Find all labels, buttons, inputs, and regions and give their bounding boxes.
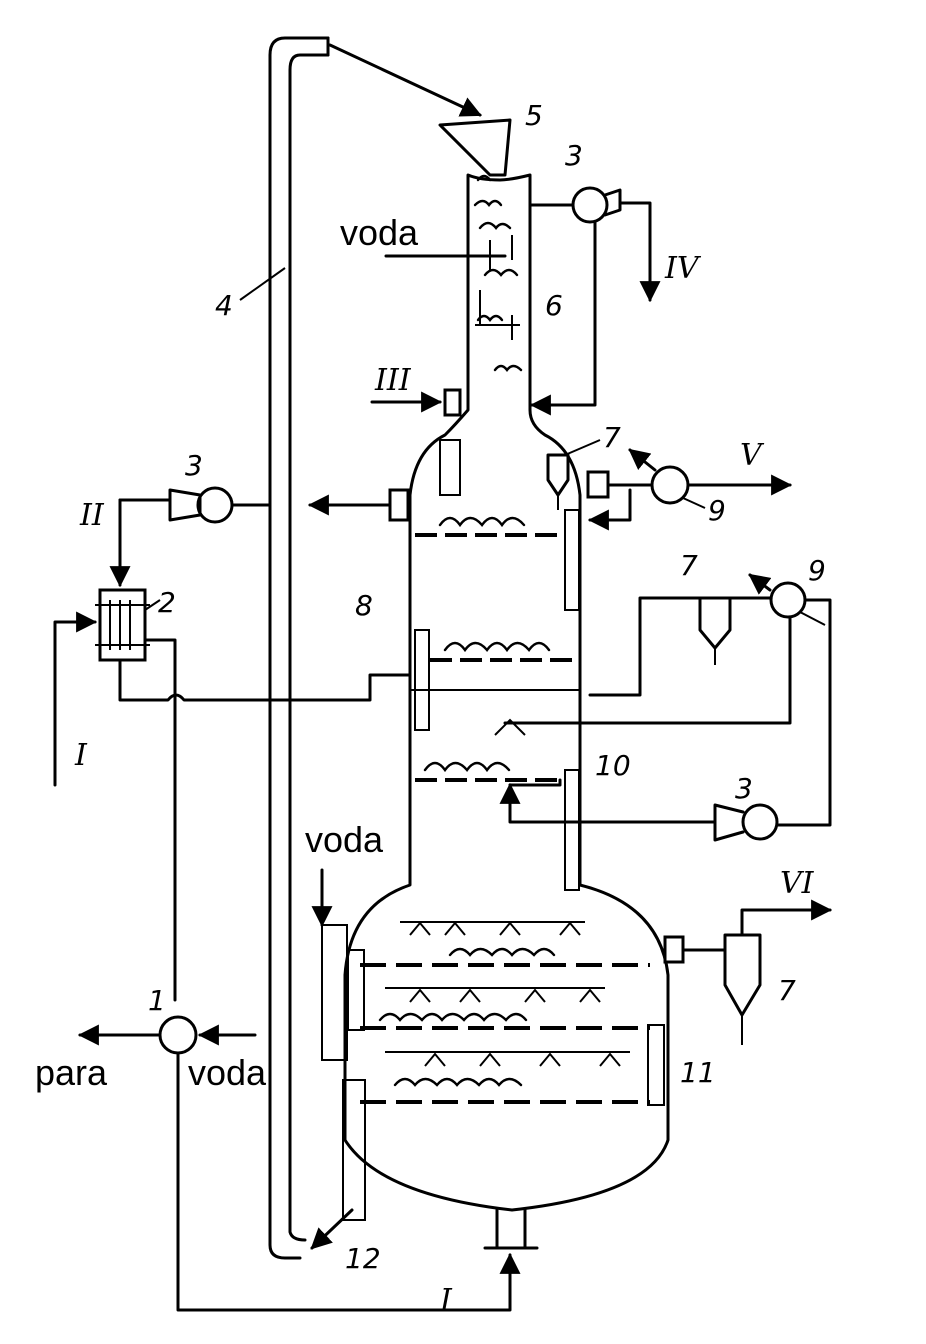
label-11: 11 [680,1056,716,1089]
label-9-mid: 9 [808,554,826,587]
label-7-mid: 7 [680,549,698,582]
reactor-column [343,118,670,1212]
lower-plates [321,921,665,1250]
stream-I-bottom: I [439,1283,453,1318]
stream-I-left: I [74,738,88,773]
label-3-left: 3 [185,449,203,482]
label-voda-bottom: voda [188,1052,267,1093]
label-4: 4 [215,289,233,322]
label-12: 12 [345,1242,381,1275]
label-8: 8 [355,589,373,622]
label-7-top: 7 [603,421,621,454]
stream-III: III [374,363,412,398]
label-2: 2 [158,586,176,619]
label-voda-top: voda [340,212,419,253]
label-6: 6 [545,289,563,322]
label-10: 10 [595,749,631,782]
stream-V: V [740,438,765,473]
label-5: 5 [525,99,543,132]
label-7-bottom: 7 [778,974,796,1007]
label-9-top: 9 [708,494,726,527]
upper-plates [473,174,523,372]
label-para: para [35,1052,108,1093]
label-3-top: 3 [565,139,583,172]
label-voda-mid: voda [305,819,384,860]
feed-hopper [438,118,512,177]
middle-plates [410,439,580,891]
stream-II: II [79,498,105,533]
stream-IV: IV [664,251,702,286]
riser-pipe-4 [239,36,482,1260]
stream-VI: VI [780,866,815,901]
label-3-bottom: 3 [735,772,753,805]
piping [53,186,833,1312]
label-1: 1 [148,984,166,1017]
labels: voda voda voda para 1 2 3 3 3 4 5 6 7 7 … [35,99,826,1318]
